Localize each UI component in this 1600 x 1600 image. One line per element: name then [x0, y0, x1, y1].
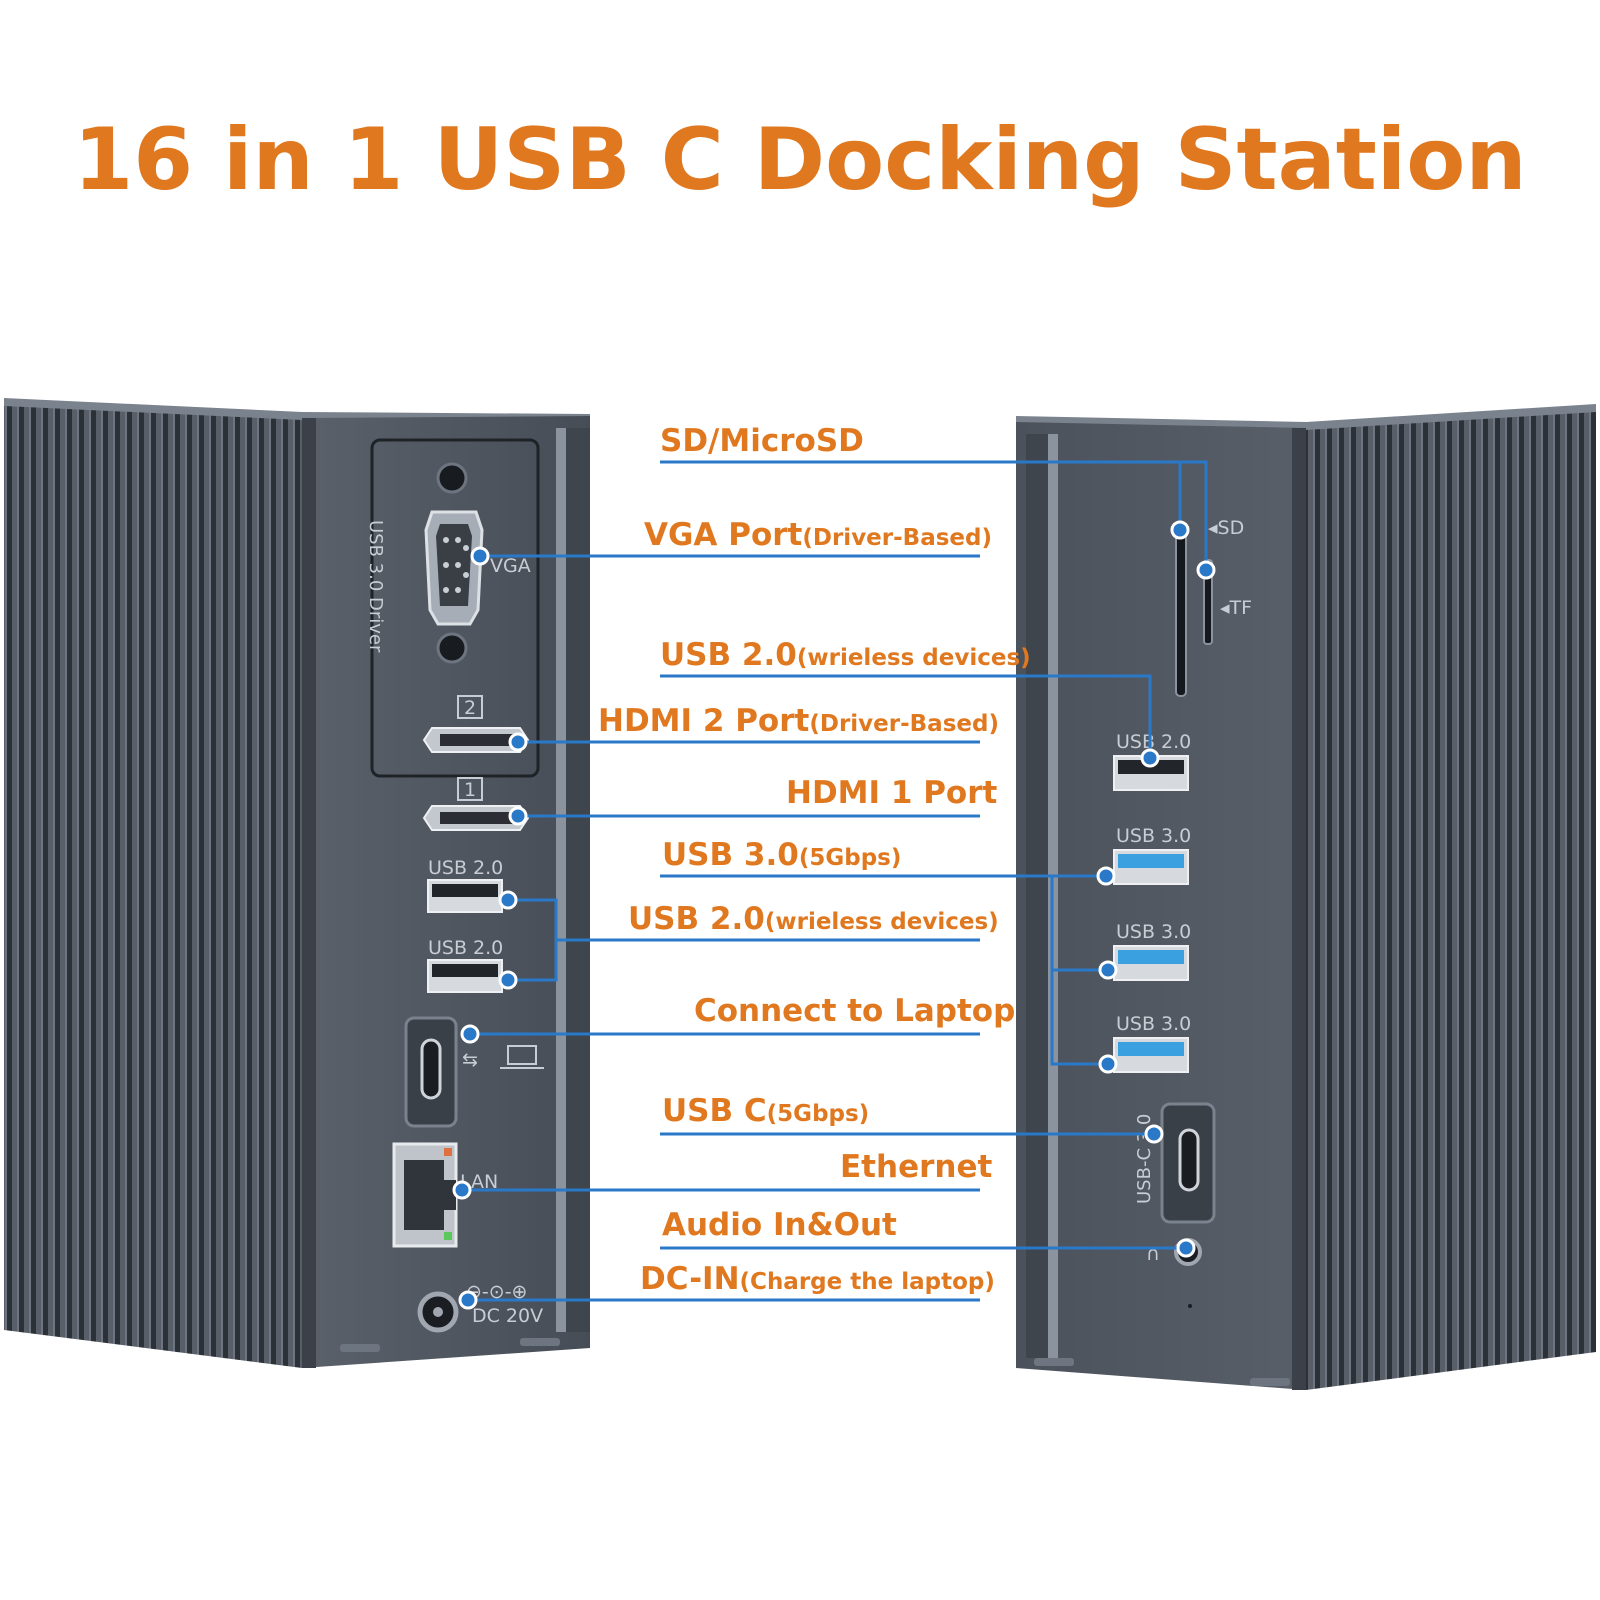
- label-hdmi1: HDMI 1 Port: [786, 775, 998, 811]
- tf-slot: [1203, 559, 1213, 645]
- right-front-face: [1016, 422, 1306, 1390]
- right-bevel: [1026, 434, 1048, 1358]
- right-heatsink: [1306, 410, 1596, 1390]
- headphone-icon: ∩: [1146, 1243, 1160, 1265]
- driver-box-label: USB 3.0 Driver: [365, 520, 386, 653]
- leader-sd: [660, 460, 1208, 570]
- left-bevel: [556, 428, 566, 1332]
- label-audio: Audio In&Out: [662, 1207, 897, 1243]
- right-foot: [1250, 1378, 1290, 1386]
- lan-led-orange: [444, 1148, 452, 1156]
- label-dcin: DC-IN(Charge the laptop): [640, 1261, 995, 1297]
- left-top-edge: [4, 398, 590, 420]
- dc-polarity-icon: ⊖-⊙-⊕: [466, 1281, 527, 1303]
- hdmi2-num: 2: [464, 697, 476, 719]
- left-usb20-b-mark: USB 2.0: [428, 937, 503, 959]
- sd-mark: ◂SD: [1208, 517, 1244, 539]
- label-hdmi2: HDMI 2 Port(Driver-Based): [598, 703, 999, 739]
- hdmi1-num-box: [457, 777, 483, 801]
- leader-dots: [452, 520, 1216, 1310]
- right-usb30-c-mark: USB 3.0: [1116, 1013, 1191, 1035]
- label-usb20-right: USB 2.0(wrieless devices): [660, 637, 1031, 673]
- hdmi1-num: 1: [464, 779, 476, 801]
- tf-mark: ◂TF: [1220, 597, 1252, 619]
- sd-slot: [1175, 527, 1187, 697]
- label-usb20-left: USB 2.0(wrieless devices): [628, 901, 999, 937]
- right-usb30-b-mark: USB 3.0: [1116, 921, 1191, 943]
- page-title: 16 in 1 USB C Docking Station: [73, 110, 1527, 210]
- laptop-icon: [507, 1045, 537, 1065]
- left-usb20-a-mark: USB 2.0: [428, 857, 503, 879]
- hdmi2-num-box: [457, 695, 483, 719]
- right-usbc-port: [1178, 1128, 1200, 1192]
- leader-lines: [462, 460, 1208, 1302]
- lan-led-green: [444, 1232, 452, 1240]
- left-foot: [340, 1344, 380, 1352]
- label-laptop: Connect to Laptop: [694, 993, 1016, 1029]
- label-usbc: USB C(5Gbps): [662, 1093, 870, 1129]
- usb-symbol-icon: ⇆: [462, 1049, 478, 1071]
- dc-mark: DC 20V: [472, 1305, 543, 1327]
- laptop-usbc-port: [420, 1038, 442, 1100]
- right-top-edge: [1016, 404, 1596, 430]
- leader-usb20-right: [660, 674, 1152, 758]
- left-dock: USB 3.0 Driver VGA 2 1 USB 2.0 USB 2.0: [4, 398, 590, 1368]
- status-led: [1188, 1304, 1192, 1308]
- vga-mark: VGA: [490, 555, 531, 577]
- driver-box: [370, 438, 540, 778]
- label-sd: SD/MicroSD: [660, 423, 864, 459]
- label-vga: VGA Port(Driver-Based): [644, 517, 992, 553]
- right-usb30-a-mark: USB 3.0: [1116, 825, 1191, 847]
- right-foot: [1034, 1358, 1074, 1366]
- left-heatsink: [4, 404, 302, 1368]
- right-dock: ◂SD ◂TF USB 2.0 USB 3.0 USB 3.0 USB 3.0 …: [1016, 404, 1596, 1390]
- label-usb30: USB 3.0(5Gbps): [662, 837, 902, 873]
- vga-screw-top: [436, 462, 468, 494]
- vga-screw-bottom: [436, 632, 468, 664]
- right-usb20-mark: USB 2.0: [1116, 731, 1191, 753]
- label-ethernet: Ethernet: [840, 1149, 993, 1185]
- left-foot: [520, 1338, 560, 1346]
